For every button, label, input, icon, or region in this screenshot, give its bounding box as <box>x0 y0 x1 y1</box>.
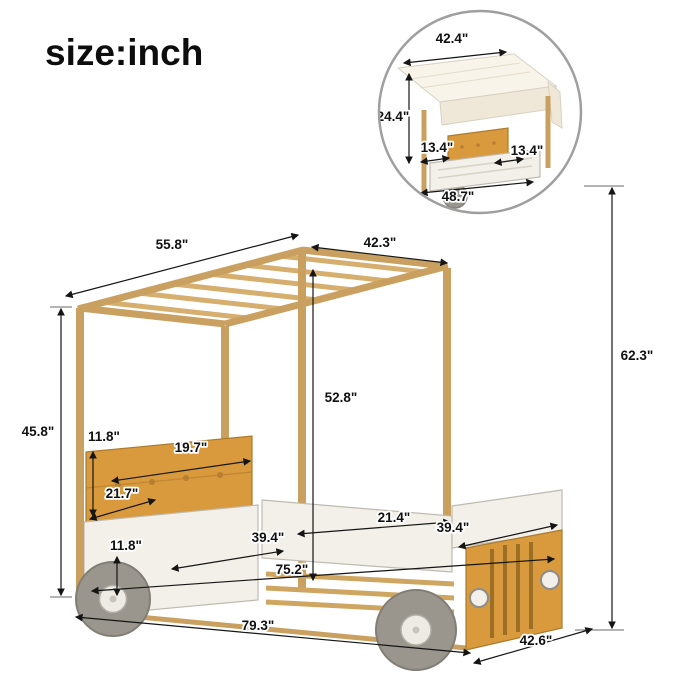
dim-label-headboard-depth: 21.7" <box>106 486 139 501</box>
dim-label-inset-headboard-left: 13.4" <box>421 140 454 155</box>
dim-label-headboard-width: 19.7" <box>175 440 208 455</box>
dim-label-canopy-inner-height: 52.8" <box>325 390 358 405</box>
dim-sleep-length: 75.2" <box>90 555 556 595</box>
inset-circle-border <box>377 9 583 215</box>
dim-label-total-length: 79.3" <box>242 618 275 633</box>
dim-headboard-post-height: 45.8" <box>20 306 72 598</box>
dim-headboard-panel-height: 11.8" <box>86 427 122 518</box>
dim-label-sleep-length: 75.2" <box>276 562 309 577</box>
wheel-rear <box>75 561 151 637</box>
dim-label-inset-headboard-right: 13.4" <box>511 143 544 158</box>
canopy-beam-right <box>301 246 448 270</box>
dim-label-door-opening: 21.4" <box>378 510 411 525</box>
dim-label-rail-height: 11.8" <box>110 538 142 553</box>
dim-total-length: 79.3" <box>74 613 472 657</box>
headlight-right <box>540 570 560 590</box>
dim-label-canopy-width: 42.3" <box>364 235 397 250</box>
dim-headboard-width: 19.7" <box>110 438 252 484</box>
dim-inset-headboard-right: 13.4" <box>493 141 545 166</box>
page-title: size:inch <box>45 32 203 73</box>
dim-label-canopy-length: 55.8" <box>156 237 189 252</box>
canopy-frame <box>77 246 449 328</box>
dim-inset-canopy-height: 24.4" <box>377 72 413 165</box>
inset-drawing: 42.4" 24.4" 13.4" 13.4" 48.7" <box>377 29 563 209</box>
dim-canopy-length: 55.8" <box>64 232 300 299</box>
dim-total-height: 62.3" <box>575 185 655 631</box>
inset-view: 42.4" 24.4" 13.4" 13.4" 48.7" <box>377 9 583 215</box>
dim-label-front-panel-width: 39.4" <box>437 520 470 535</box>
dim-door-opening: 21.4" <box>296 508 452 538</box>
dim-label-headboard-panel-height: 11.8" <box>88 429 120 444</box>
dim-canopy-width: 42.3" <box>310 233 449 267</box>
canopy-beam-left <box>79 304 226 328</box>
dim-inset-base-width: 48.7" <box>419 178 535 206</box>
dim-inset-top-width: 42.4" <box>402 29 508 67</box>
wheel-front <box>375 589 457 671</box>
dim-label-inset-top-width: 42.4" <box>436 31 469 46</box>
headlight-left <box>469 588 489 608</box>
dim-label-inset-canopy-height: 24.4" <box>377 109 410 124</box>
dim-label-total-height: 62.3" <box>621 348 654 363</box>
dim-label-headboard-post-height: 45.8" <box>22 424 55 439</box>
dim-total-width: 42.6" <box>472 627 594 665</box>
dim-front-panel-width: 39.4" <box>435 518 559 550</box>
dim-headboard-depth: 21.7" <box>88 484 157 521</box>
canopy-beam-front <box>224 262 449 328</box>
dim-label-slat-length: 39.4" <box>252 530 285 545</box>
dim-label-inset-base-width: 48.7" <box>442 189 475 204</box>
dim-label-total-width: 42.6" <box>520 633 553 648</box>
main-view: 55.8" 42.3" 62.3" 52.8" 45.8" 11.8" <box>20 185 655 671</box>
dim-inset-headboard-left: 13.4" <box>419 138 455 165</box>
front-grille <box>465 529 563 651</box>
